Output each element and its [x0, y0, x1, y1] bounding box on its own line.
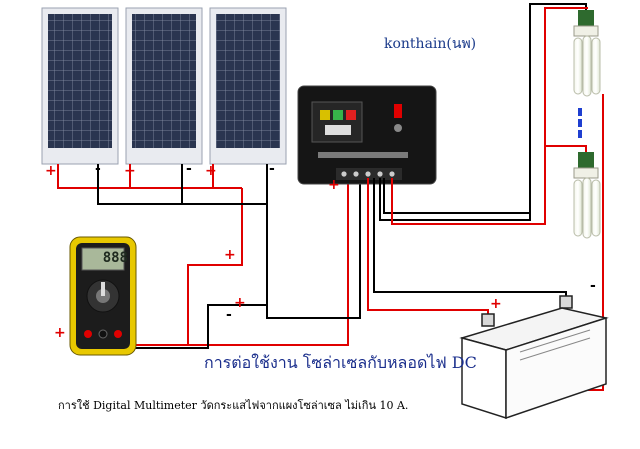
- cfl-bulb-icon: [573, 10, 601, 97]
- solar-panel-2: [125, 7, 203, 165]
- panel3-positive-sign: +: [205, 163, 217, 179]
- diagram-title: การต่อใช้งาน โซล่าเซลกับหลอดไฟ DC: [204, 353, 477, 372]
- panel1-negative-sign: -: [95, 161, 101, 177]
- battery-negative-sign: -: [590, 278, 596, 294]
- solar-panel-1: [41, 7, 119, 165]
- multimeter-positive-sign: +: [54, 325, 66, 341]
- panel2-positive-sign: +: [124, 163, 136, 179]
- multimeter-display: 888: [102, 250, 128, 266]
- panel2-negative-sign: -: [186, 161, 192, 177]
- panel-negative-wires: [97, 164, 361, 319]
- lamp-wires: [379, 3, 588, 225]
- battery-icon: [459, 295, 609, 420]
- meter-feed-negative-sign: -: [226, 307, 232, 323]
- cfl-bulb-icon: [573, 152, 601, 239]
- brand-label: konthain(นพ): [384, 36, 477, 52]
- more-lamps-ellipsis: [578, 108, 582, 141]
- panel3-negative-sign: -: [269, 161, 275, 177]
- meter-feed-positive-sign: +: [224, 247, 236, 263]
- battery-positive-sign: +: [490, 296, 502, 312]
- meter-feed-plus-sign: +: [234, 295, 246, 311]
- solar-panel-3: [209, 7, 287, 165]
- panel1-positive-sign: +: [45, 163, 57, 179]
- controller-positive-sign: +: [328, 177, 340, 193]
- charge-controller-icon: [297, 85, 437, 185]
- caption: การใช้ Digital Multimeter วัดกระแสไฟจากแ…: [58, 399, 409, 412]
- multimeter-icon: [69, 236, 137, 356]
